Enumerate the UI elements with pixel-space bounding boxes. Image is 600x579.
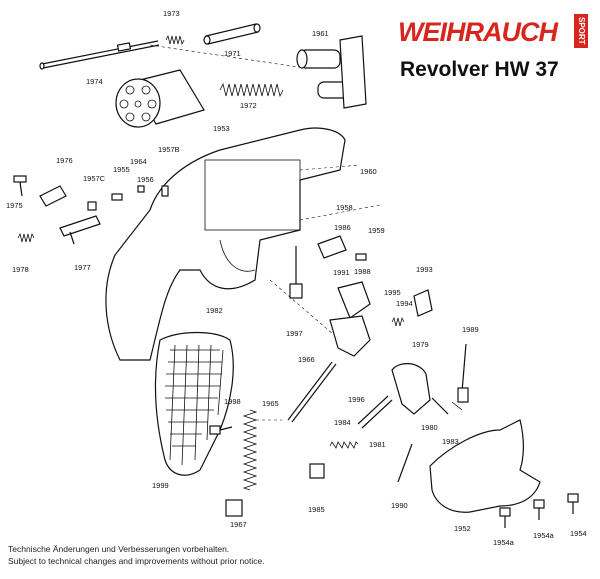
part-label: 1989 [462, 325, 479, 334]
center-pin-spring-drawing [219, 82, 284, 98]
part-label: 1964 [130, 157, 147, 166]
part-label: 1965 [262, 399, 279, 408]
ejector-pin-drawing [203, 23, 261, 45]
disclaimer: Technische Änderungen und Verbesserungen… [8, 543, 265, 567]
part-label: 1995 [384, 288, 401, 297]
part-labels: 1973 1971 1961 1974 1972 1964 1953 1957B… [6, 9, 587, 547]
part-label: 1996 [348, 395, 365, 404]
ejector-rod-drawing [39, 40, 160, 70]
trigger-bar-drawing [269, 246, 341, 341]
part-label: 1978 [12, 265, 29, 274]
firing-pin-drawing [329, 395, 393, 449]
part-label: 1956 [137, 175, 154, 184]
disclaimer-english: Subject to technical changes and improve… [8, 556, 265, 566]
hand-drawing [457, 343, 469, 403]
hammer-drawing [391, 363, 431, 415]
crane-drawing [296, 35, 367, 109]
part-label: 1953 [213, 124, 230, 133]
part-label: 1993 [416, 265, 433, 274]
part-label: 1954a [493, 538, 515, 547]
part-label: 1972 [240, 101, 257, 110]
part-label: 1976 [56, 156, 73, 165]
part-label: 1981 [369, 440, 386, 449]
mainspring-guide-drawing [287, 361, 337, 423]
part-label: 1957C [83, 174, 106, 183]
spring-drawing [165, 34, 185, 46]
brand-sport-tag: SPORT [574, 14, 588, 48]
part-label: 1960 [360, 167, 377, 176]
grip-screw-drawing [209, 425, 233, 435]
part-label: 1988 [354, 267, 371, 276]
part-label: 1967 [230, 520, 247, 529]
hammer-pin-drawing [431, 397, 463, 415]
disclaimer-german: Technische Änderungen und Verbesserungen… [8, 544, 230, 554]
cylinder-drawing [115, 69, 205, 128]
part-label: 1997 [286, 329, 303, 338]
pawl-drawing [317, 235, 371, 319]
spring-seat-drawing [225, 499, 243, 517]
trigger-pin-drawing [397, 443, 413, 483]
part-label: 1959 [368, 226, 385, 235]
brand-name: WEIHRAUCH [398, 17, 558, 47]
part-label: 1999 [152, 481, 169, 490]
part-label: 1984 [334, 418, 351, 427]
part-label: 1985 [308, 505, 325, 514]
part-label: 1979 [412, 340, 429, 349]
part-label: 1971 [224, 49, 241, 58]
rebound-slide-drawing [413, 289, 433, 317]
side-plate-screws-drawing [499, 493, 579, 528]
part-label: 1955 [113, 165, 130, 174]
weihrauch-logo: WEIHRAUCH SPORT [398, 14, 590, 50]
part-label: 1954 [570, 529, 587, 538]
part-label: 1973 [163, 9, 180, 18]
trigger-drawing [329, 315, 405, 357]
part-label: 1966 [298, 355, 315, 364]
part-label: 1982 [206, 306, 223, 315]
part-label: 1957B [158, 145, 180, 154]
part-label: 1990 [391, 501, 408, 510]
part-label: 1977 [74, 263, 91, 272]
part-label: 1974 [86, 77, 103, 86]
part-label: 1952 [454, 524, 471, 533]
part-label: 1954a [533, 531, 555, 540]
part-label: 1980 [421, 423, 438, 432]
part-label: 1983 [442, 437, 459, 446]
part-label: 1991 [333, 268, 350, 277]
mainspring-drawing [242, 409, 258, 491]
side-plate-drawing [429, 419, 541, 513]
part-label: 1975 [6, 201, 23, 210]
cylinder-latch-drawing [13, 175, 169, 245]
part-label: 1961 [312, 29, 329, 38]
part-label: 1998 [224, 397, 241, 406]
part-label: 1994 [396, 299, 413, 308]
spring-guide-drawing [309, 463, 325, 479]
part-label: 1986 [334, 223, 351, 232]
grip-panel-drawing [154, 331, 234, 476]
part-label: 1958 [336, 203, 353, 212]
model-title: Revolver HW 37 [400, 58, 559, 81]
